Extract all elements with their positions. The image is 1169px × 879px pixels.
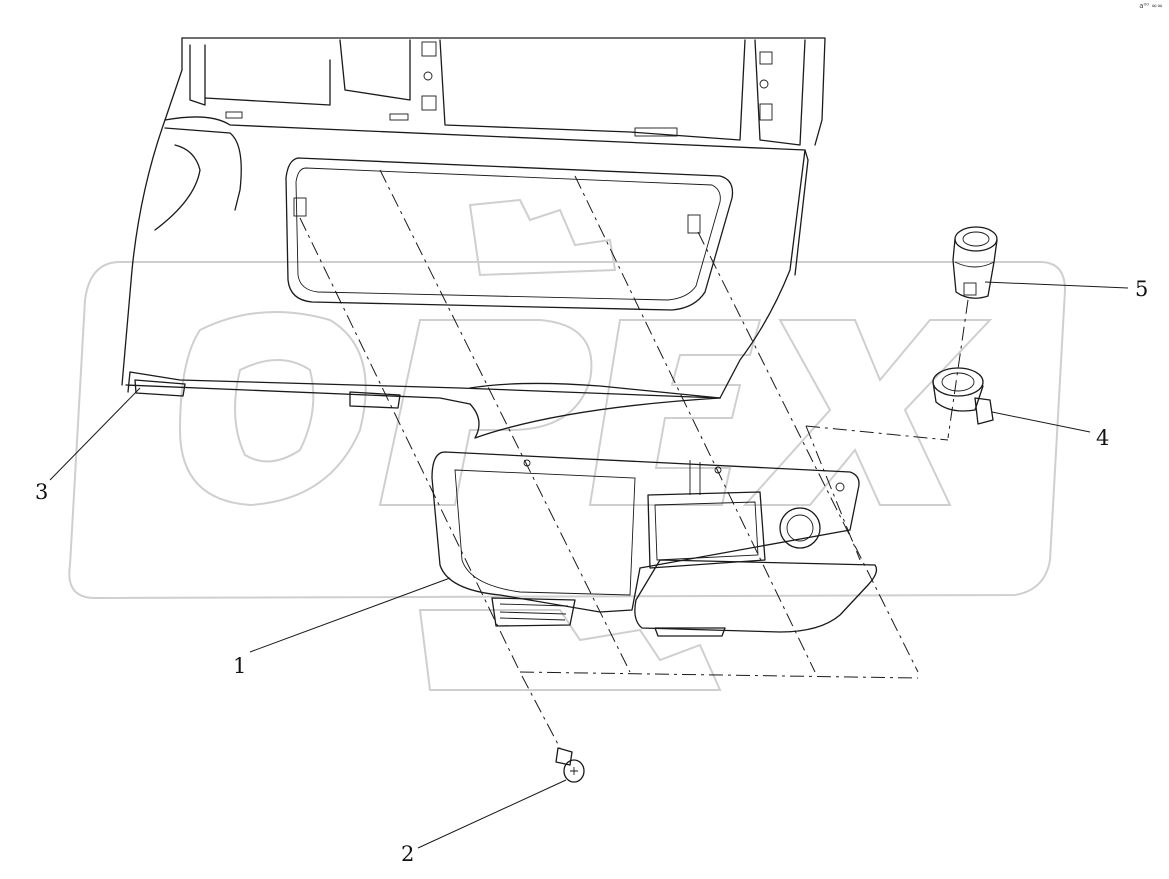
callout-4: 4 xyxy=(1096,426,1110,450)
corner-mark: a⁰⁰ ∞∞ xyxy=(1139,2,1163,10)
assembly-lines xyxy=(299,169,969,749)
callout-2: 2 xyxy=(401,842,415,866)
watermark-logo xyxy=(68,198,1067,691)
cigarette-lighter xyxy=(952,226,998,299)
callout-5: 5 xyxy=(1135,277,1149,301)
screw xyxy=(555,747,585,783)
socket-housing xyxy=(932,367,994,425)
dashboard-panel xyxy=(121,37,826,439)
callout-3: 3 xyxy=(35,480,49,504)
callout-1: 1 xyxy=(233,654,247,678)
leader-lines xyxy=(49,281,1129,849)
glove-box-assembly xyxy=(431,451,878,637)
